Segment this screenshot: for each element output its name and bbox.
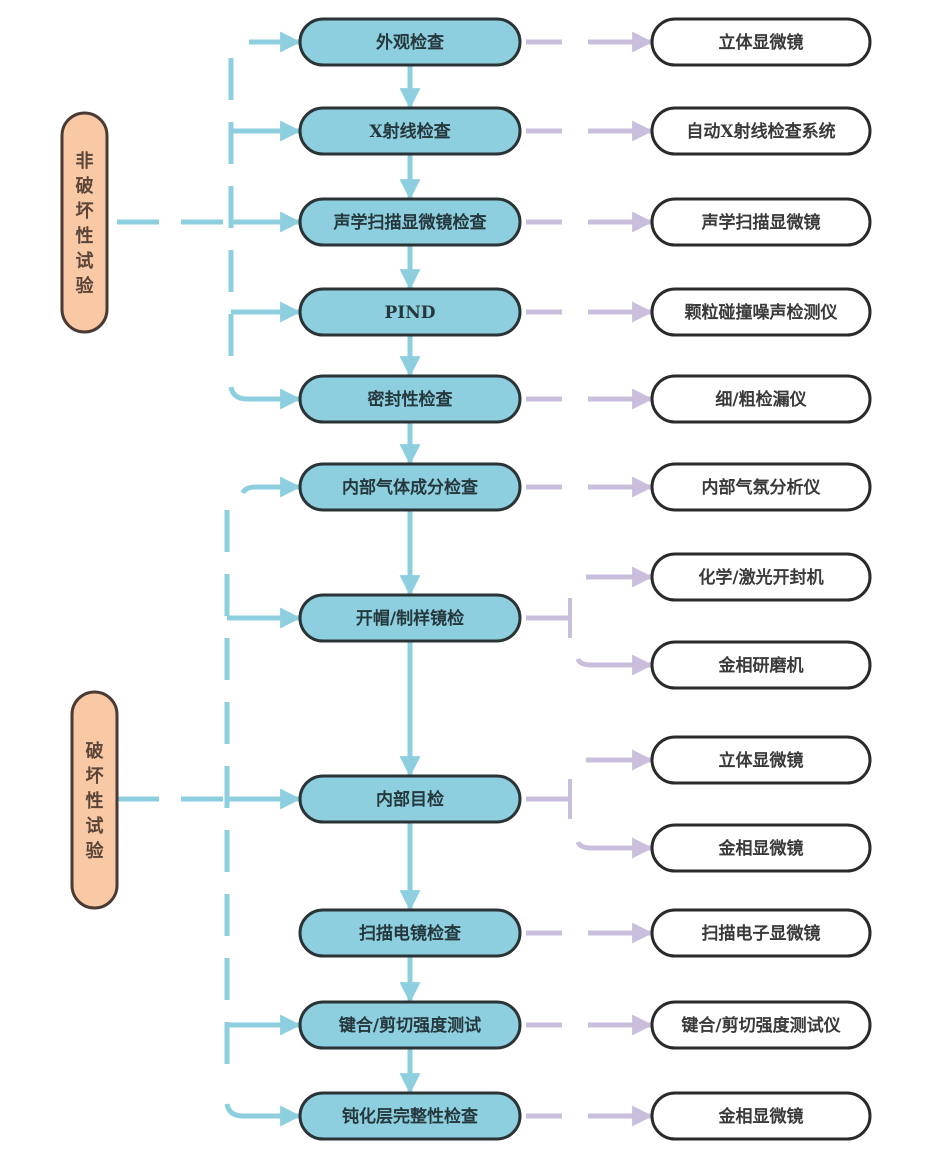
equipment-node-shape <box>650 462 872 512</box>
equipment-node: 立体显微镜 <box>650 17 872 67</box>
category-label-char: 性 <box>86 790 104 812</box>
equipment-node-shape <box>650 287 872 337</box>
nodes-layer: 外观检查立体显微镜X射线检查自动X射线检查系统声学扫描显微镜检查声学扫描显微镜P… <box>60 17 872 1141</box>
step-node-shape <box>298 287 522 337</box>
step-node: 密封性检查 <box>298 374 522 424</box>
step-node-label: 内部气体成分检查 <box>342 477 479 498</box>
category-label-char: 坏 <box>86 766 104 787</box>
step-node: 外观检查 <box>298 17 522 67</box>
equipment-node-shape <box>650 908 872 958</box>
equipment-node: 细/粗检漏仪 <box>650 374 872 424</box>
equipment-node-label: 声学扫描显微镜 <box>701 212 821 233</box>
step-node-label: 键合/剪切强度测试 <box>339 1015 481 1036</box>
step-node: 开帽/制样镜检 <box>298 593 522 643</box>
step-node-label: X射线检查 <box>369 121 451 142</box>
step-node-label: 声学扫描显微镜检查 <box>333 212 488 233</box>
equipment-node: 自动X射线检查系统 <box>650 106 872 156</box>
step-node: 扫描电镜检查 <box>298 908 522 958</box>
equipment-node: 金相研磨机 <box>650 640 872 690</box>
step-node-shape <box>298 374 522 424</box>
equipment-node-label: 键合/剪切强度测试仪 <box>681 1015 841 1036</box>
step-node-shape <box>298 17 522 67</box>
equipment-arrow <box>575 654 654 676</box>
equipment-node-label: 立体显微镜 <box>719 32 804 53</box>
category-label-char: 性 <box>76 225 94 247</box>
equipment-node-label: 金相显微镜 <box>718 838 804 859</box>
category-branch-arrow <box>240 476 302 498</box>
equipment-node: 扫描电子显微镜 <box>650 908 872 958</box>
step-node-shape <box>298 106 522 156</box>
equipment-node-shape <box>650 552 872 602</box>
equipment-node: 金相显微镜 <box>650 1091 872 1141</box>
step-node-label: 外观检查 <box>376 32 445 53</box>
equipment-node-shape <box>650 106 872 156</box>
equipment-arrow <box>575 837 654 859</box>
step-node-shape <box>298 593 522 643</box>
step-node-shape <box>298 197 522 247</box>
category-label-shape <box>70 690 119 910</box>
step-node-label: 密封性检查 <box>368 389 454 410</box>
category-label-char: 验 <box>86 840 105 862</box>
step-node-label: 扫描电镜检查 <box>359 923 462 944</box>
step-node-label: 钝化层完整性检查 <box>342 1106 479 1127</box>
step-node-label: 内部目检 <box>376 789 444 810</box>
equipment-node-label: 内部气氛分析仪 <box>702 477 822 498</box>
connectors-layer <box>117 31 654 1127</box>
equipment-node-shape <box>650 374 872 424</box>
equipment-node-shape <box>650 197 872 247</box>
equipment-node: 化学/激光开封机 <box>650 552 872 602</box>
step-node: 内部气体成分检查 <box>298 462 522 512</box>
equipment-node-label: 自动X射线检查系统 <box>686 121 835 142</box>
category-label-char: 非 <box>76 150 94 172</box>
equipment-node: 立体显微镜 <box>650 735 872 785</box>
step-node-shape <box>298 462 522 512</box>
step-node-shape <box>298 1000 522 1050</box>
category-branch-arrow <box>224 1103 302 1127</box>
category-label-char: 试 <box>76 250 94 272</box>
step-node-shape <box>298 774 522 824</box>
step-node-label: 开帽/制样镜检 <box>356 608 464 629</box>
step-node: 键合/剪切强度测试 <box>298 1000 522 1050</box>
equipment-node-label: 金相研磨机 <box>718 655 804 676</box>
category-label-char: 破 <box>76 175 94 197</box>
category-label-char: 验 <box>76 275 95 297</box>
step-node: PIND <box>298 287 522 337</box>
equipment-node-shape <box>650 17 872 67</box>
equipment-node: 内部气氛分析仪 <box>650 462 872 512</box>
equipment-node-label: 细/粗检漏仪 <box>715 389 807 410</box>
equipment-node-label: 化学/激光开封机 <box>698 567 823 588</box>
equipment-node: 金相显微镜 <box>650 823 872 873</box>
equipment-node-shape <box>650 640 872 690</box>
step-node: 钝化层完整性检查 <box>298 1091 522 1141</box>
step-node-shape <box>298 1091 522 1141</box>
equipment-node: 颗粒碰撞噪声检测仪 <box>650 287 872 337</box>
category-label-char: 坏 <box>76 201 94 222</box>
category-label-char: 试 <box>86 815 104 837</box>
step-node-label: PIND <box>384 303 435 323</box>
equipment-node-label: 立体显微镜 <box>719 750 804 771</box>
equipment-node-shape <box>650 1000 872 1050</box>
equipment-node-shape <box>650 735 872 785</box>
step-node: X射线检查 <box>298 106 522 156</box>
step-node-shape <box>298 908 522 958</box>
category-label-shape <box>60 111 109 334</box>
step-node: 内部目检 <box>298 774 522 824</box>
step-node: 声学扫描显微镜检查 <box>298 197 522 247</box>
equipment-node-label: 金相显微镜 <box>718 1106 804 1127</box>
equipment-node-shape <box>650 823 872 873</box>
equipment-node-label: 扫描电子显微镜 <box>702 923 821 944</box>
equipment-node-label: 颗粒碰撞噪声检测仪 <box>685 302 839 323</box>
category-label-char: 破 <box>86 740 104 762</box>
equipment-node: 声学扫描显微镜 <box>650 197 872 247</box>
equipment-node-shape <box>650 1091 872 1141</box>
equipment-node: 键合/剪切强度测试仪 <box>650 1000 872 1050</box>
category-branch-arrow <box>228 386 302 410</box>
